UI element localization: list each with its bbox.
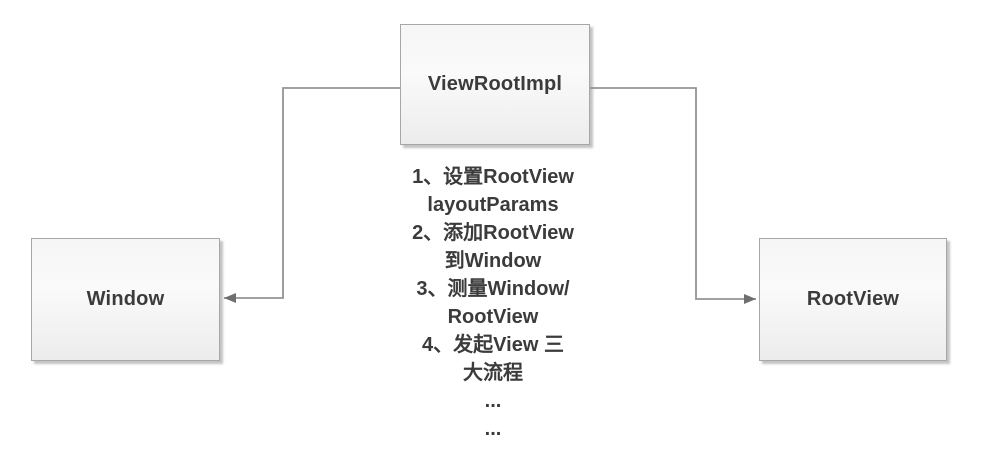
- annotation-line-9: ...: [484, 390, 502, 412]
- annotation-line-3: 2、添加RootView: [412, 222, 574, 244]
- node-viewrootimpl: ViewRootImpl: [400, 24, 590, 145]
- annotation-line-8: 大流程: [463, 362, 523, 384]
- node-rootview: RootView: [759, 238, 947, 361]
- annotation-line-6: RootView: [447, 306, 539, 328]
- annotation-line-2: layoutParams: [427, 194, 559, 216]
- annotation-line-1: 1、设置RootView: [412, 166, 574, 188]
- annotation-list: 1、设置RootView layoutParams 2、添加RootView 到…: [353, 163, 633, 443]
- node-window: Window: [31, 238, 220, 361]
- node-viewrootimpl-label: ViewRootImpl: [427, 73, 563, 95]
- annotation-line-4: 到Window: [444, 250, 542, 272]
- annotation-line-10: ...: [484, 418, 502, 440]
- node-rootview-label: RootView: [806, 288, 900, 310]
- annotation-line-7: 4、发起View 三: [422, 334, 564, 356]
- annotation-line-5: 3、测量Window/: [416, 278, 570, 300]
- node-window-label: Window: [86, 288, 165, 310]
